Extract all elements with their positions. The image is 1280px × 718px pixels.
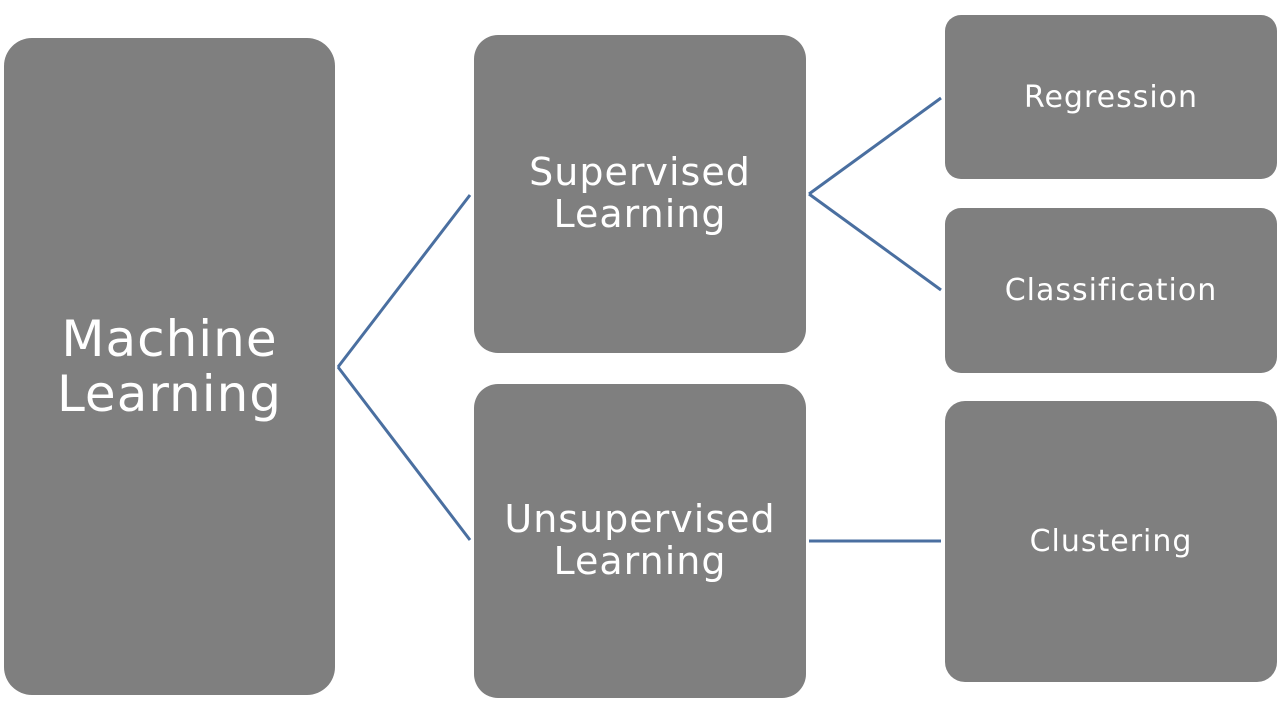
- node-classification: Classification: [945, 208, 1277, 373]
- node-label-unsupervised-learning: Unsupervised Learning: [504, 497, 776, 583]
- node-label-clustering: Clustering: [1029, 524, 1193, 559]
- edge-root-supervised: [336, 194, 472, 368]
- node-regression: Regression: [945, 15, 1277, 179]
- edge-supervised-classification: [808, 192, 942, 292]
- node-machine-learning: Machine Learning: [4, 38, 335, 695]
- node-label-supervised-learning: Supervised Learning: [529, 150, 751, 236]
- edge-root-unsupervised: [336, 366, 472, 541]
- edge-supervised-regression: [808, 96, 942, 196]
- node-unsupervised-learning: Unsupervised Learning: [474, 384, 806, 698]
- node-label-machine-learning: Machine Learning: [56, 309, 283, 423]
- node-label-regression: Regression: [1023, 79, 1199, 115]
- node-label-classification: Classification: [1004, 273, 1218, 308]
- node-clustering: Clustering: [945, 401, 1277, 682]
- node-supervised-learning: Supervised Learning: [474, 35, 806, 353]
